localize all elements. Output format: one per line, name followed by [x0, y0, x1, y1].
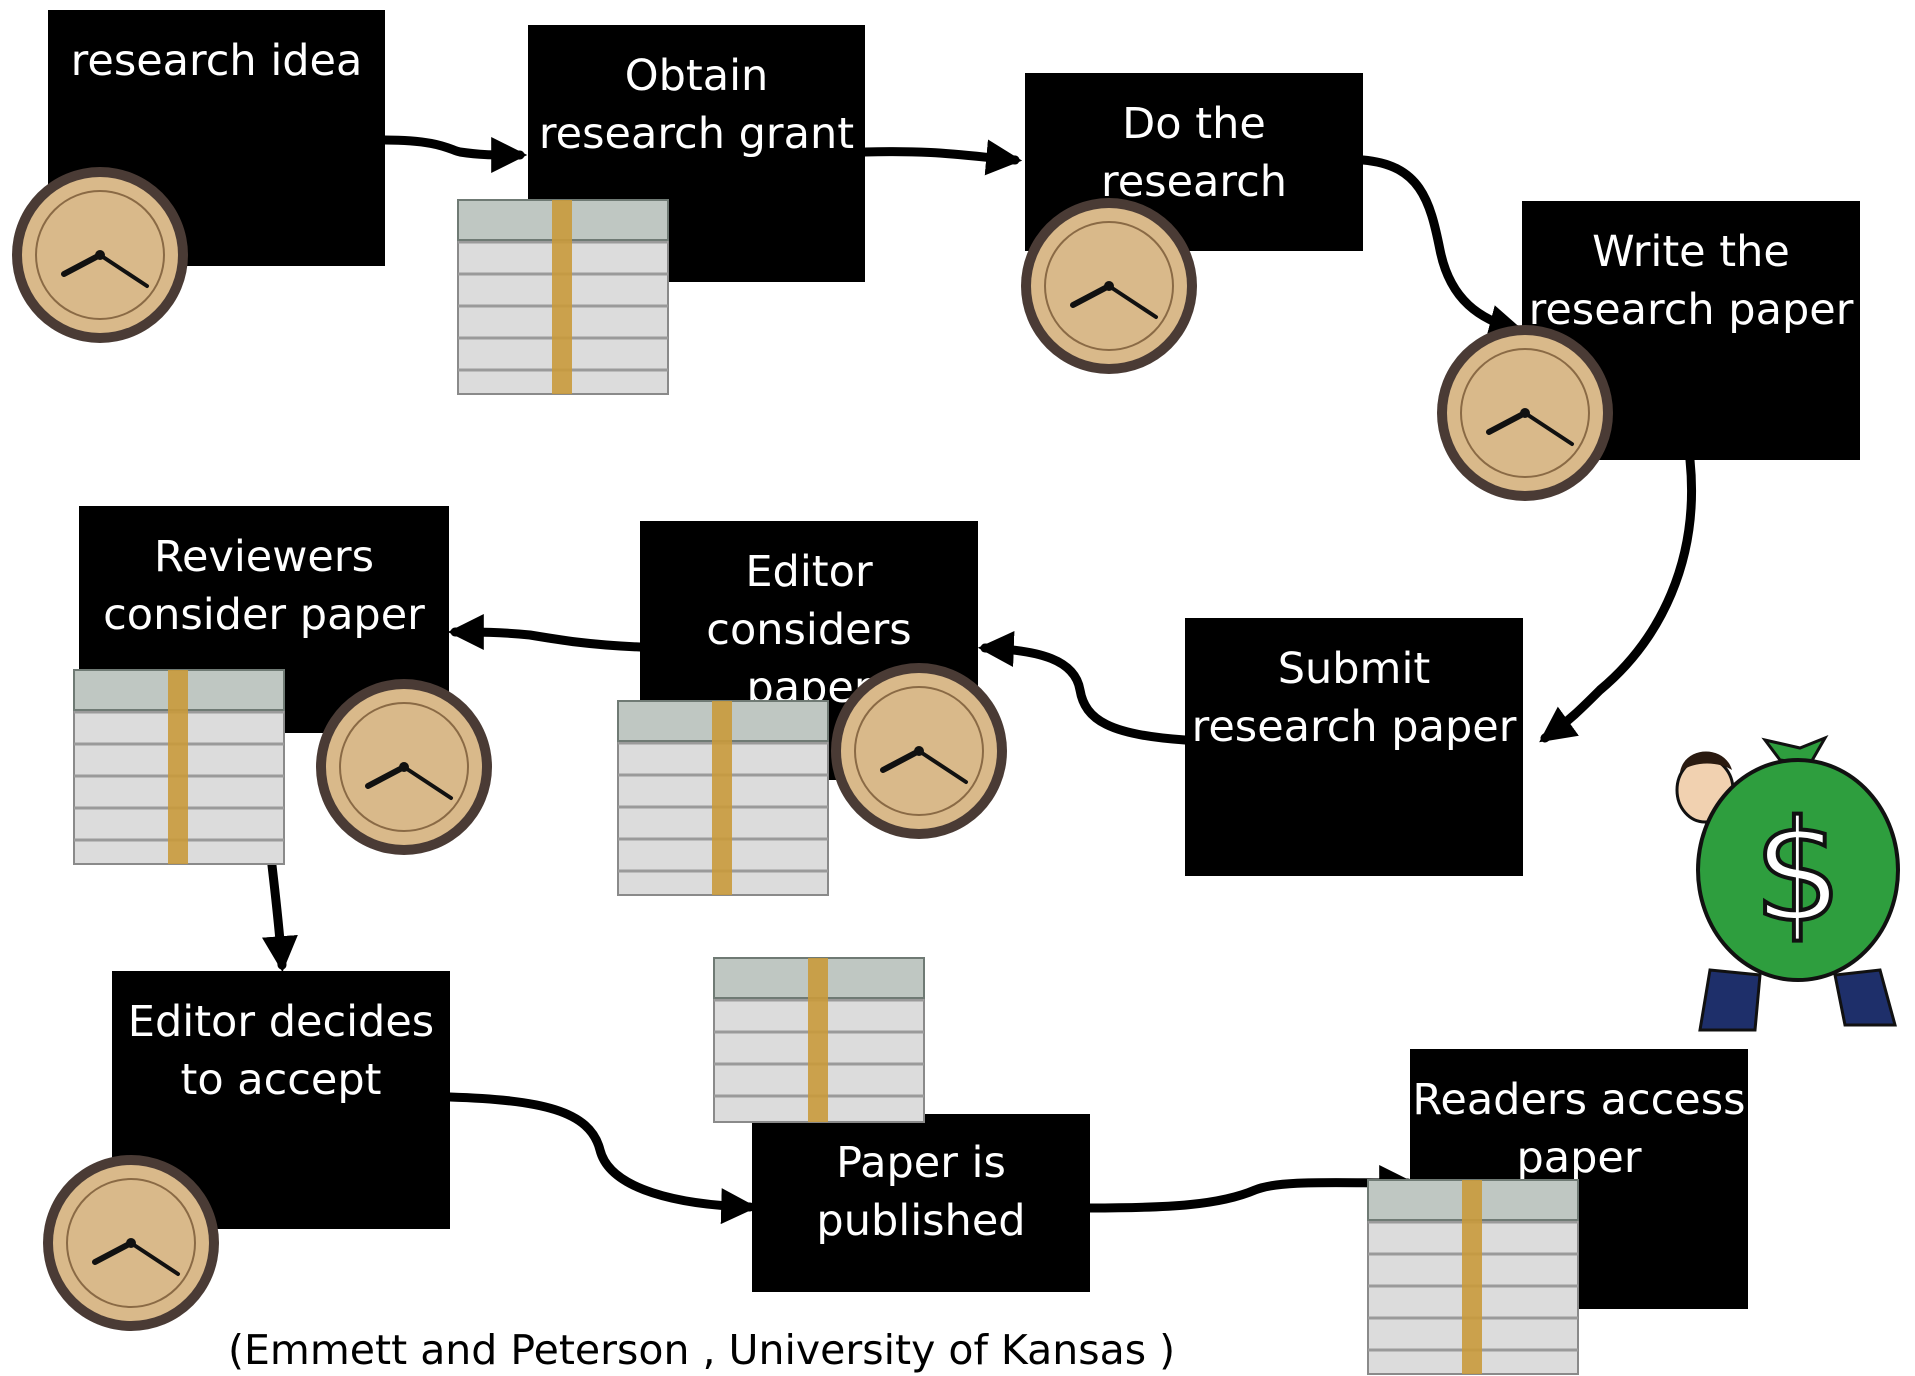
citation-text: (Emmett and Peterson , University of Kan…: [228, 1326, 1176, 1374]
step-label-line: published: [816, 1196, 1026, 1246]
step-label-line: paper: [1516, 1133, 1642, 1183]
money-stack-icon: [1367, 1179, 1579, 1375]
clock-icon: [1437, 325, 1613, 501]
step-label-line: research paper: [1528, 285, 1854, 335]
arrow-submit-to-editor: [977, 631, 1190, 745]
step-label-line: Readers access: [1412, 1075, 1746, 1125]
step-obtain-grant: Obtain research grant: [528, 25, 865, 282]
step-label-line: Do the: [1122, 99, 1266, 149]
step-label-line: Obtain: [624, 51, 769, 101]
arrow-decides-to-published: [445, 1092, 758, 1225]
step-paper-published: Paper is published: [752, 1114, 1090, 1292]
clock-icon: [316, 679, 492, 855]
arrow-grant-to-research: [860, 139, 1023, 176]
step-label-line: Editor: [745, 547, 873, 597]
money-bag-icon: $: [1675, 734, 1900, 1032]
step-label-line: Submit: [1277, 644, 1431, 694]
step-write-paper: Write the research paper: [1522, 201, 1860, 460]
arrow-write-to-submit: [1539, 455, 1697, 743]
arrow-editor-to-reviewers: [447, 614, 645, 652]
step-label-line: considers: [706, 605, 912, 655]
step-label-line: Write the: [1592, 227, 1790, 277]
clock-icon: [43, 1155, 219, 1331]
clock-icon: [1021, 198, 1197, 374]
arrow-idea-to-grant: [380, 135, 528, 173]
step-label-line: research: [1100, 157, 1288, 207]
step-label-line: research grant: [538, 109, 855, 159]
money-stack-icon: [457, 199, 669, 395]
step-label-line: research paper: [1191, 702, 1517, 752]
clock-icon: [12, 167, 188, 343]
step-label-line: consider paper: [103, 590, 425, 640]
money-stack-icon: [73, 669, 285, 865]
clock-icon: [831, 663, 1007, 839]
step-label-line: Paper is: [836, 1138, 1006, 1188]
step-submit-paper: Submit research paper: [1185, 618, 1523, 876]
step-label-line: research idea: [70, 36, 363, 86]
arrow-published-to-readers: [1085, 1164, 1416, 1213]
bag-dollar-sign: $: [1753, 791, 1842, 954]
money-stack-icon: [713, 957, 925, 1123]
arrow-research-to-write: [1358, 155, 1525, 341]
step-label-line: Reviewers: [154, 532, 374, 582]
step-label-line: to accept: [180, 1055, 382, 1105]
step-label-line: Editor decides: [127, 997, 435, 1047]
money-stack-icon: [617, 700, 829, 896]
